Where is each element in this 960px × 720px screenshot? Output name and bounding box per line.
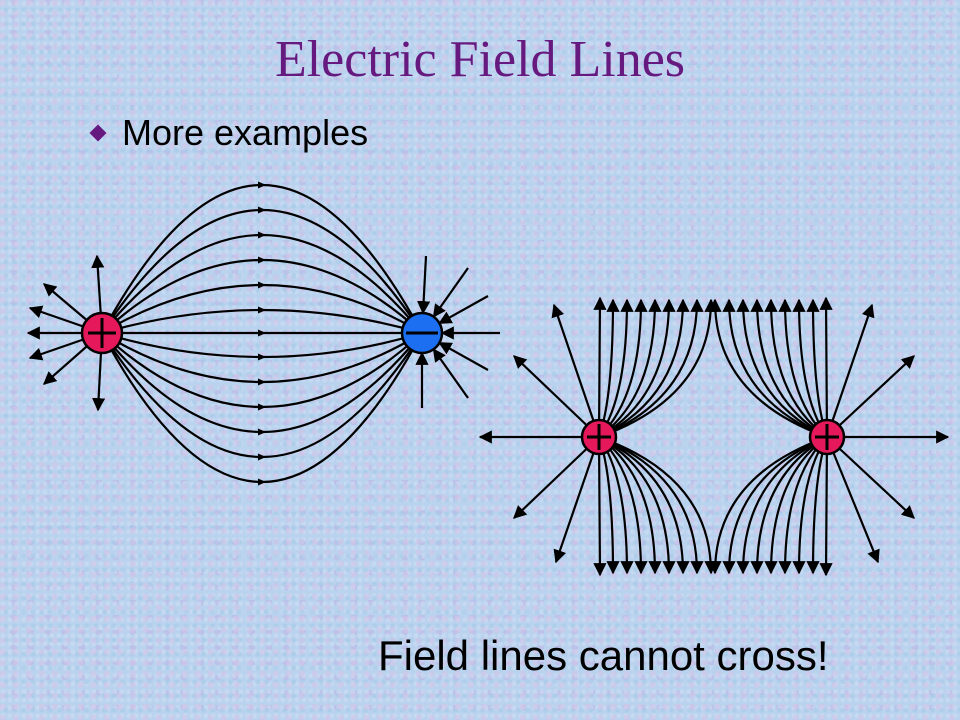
like-field-line (593, 296, 607, 438)
dipole-field-line (101, 308, 423, 335)
like-charges-diagram (478, 296, 950, 577)
like-field-line (819, 436, 833, 577)
inward-field-line (417, 255, 431, 315)
dipole-arrow-mark (258, 353, 266, 361)
like-outward-line (513, 355, 600, 438)
like-field-line (598, 436, 690, 575)
dipole-arrow-mark (258, 478, 266, 486)
dipole-arrow-mark (258, 256, 266, 264)
dipole-diagram (26, 181, 500, 486)
inward-field-line (438, 341, 489, 371)
like-outward-line (825, 436, 880, 564)
like-field-line (598, 298, 718, 439)
like-field-line (598, 298, 704, 439)
like-field-line (736, 436, 828, 575)
like-field-line (598, 298, 676, 438)
dipole-arrow-mark (258, 281, 266, 289)
dipole-field-line (101, 331, 423, 359)
dipole-field-line (101, 332, 423, 458)
like-field-line (593, 436, 607, 577)
dipole-arrow-mark (258, 403, 266, 411)
dipole-arrow-mark (258, 428, 266, 436)
like-outward-line (826, 436, 915, 519)
like-charges-field-lines (478, 296, 950, 577)
like-left-positive-charge (580, 418, 618, 456)
bullet-item: More examples (89, 112, 369, 154)
dipole-arrow-mark (258, 378, 266, 386)
inward-field-line (432, 267, 469, 318)
dipole-arrow-mark (258, 306, 266, 314)
like-field-line (598, 435, 718, 575)
like-field-line (722, 298, 828, 439)
like-field-line (598, 435, 704, 575)
like-field-line (708, 435, 828, 575)
like-outward-line (551, 303, 601, 438)
like-outward-line (826, 355, 915, 438)
dipole-arrow-mark (258, 329, 266, 337)
like-right-positive-charge (808, 418, 846, 456)
dipole-negative-charge (400, 311, 444, 355)
like-outward-line (825, 303, 875, 438)
like-field-line (819, 296, 833, 438)
like-field-line (736, 298, 828, 438)
inward-field-line (438, 295, 489, 325)
like-field-line (750, 298, 828, 438)
dipole-arrow-mark (258, 453, 266, 461)
slide-title: Electric Field Lines (274, 31, 686, 88)
dipole-field-line (101, 209, 423, 334)
like-field-line (598, 298, 690, 438)
dipole-arrow-mark (258, 181, 266, 189)
dipole-arrow-mark (258, 206, 266, 214)
inward-field-line (432, 348, 469, 399)
dipole-field-lines (26, 181, 500, 486)
like-field-line (722, 435, 828, 575)
bullet-text: More examples (122, 112, 369, 153)
like-field-line (708, 298, 828, 439)
like-outward-line (513, 436, 600, 519)
caption: Field lines cannot cross! (378, 632, 829, 679)
dipole-positive-charge (80, 311, 124, 355)
dipole-arrow-mark (258, 231, 266, 239)
like-outward-line (553, 436, 601, 564)
